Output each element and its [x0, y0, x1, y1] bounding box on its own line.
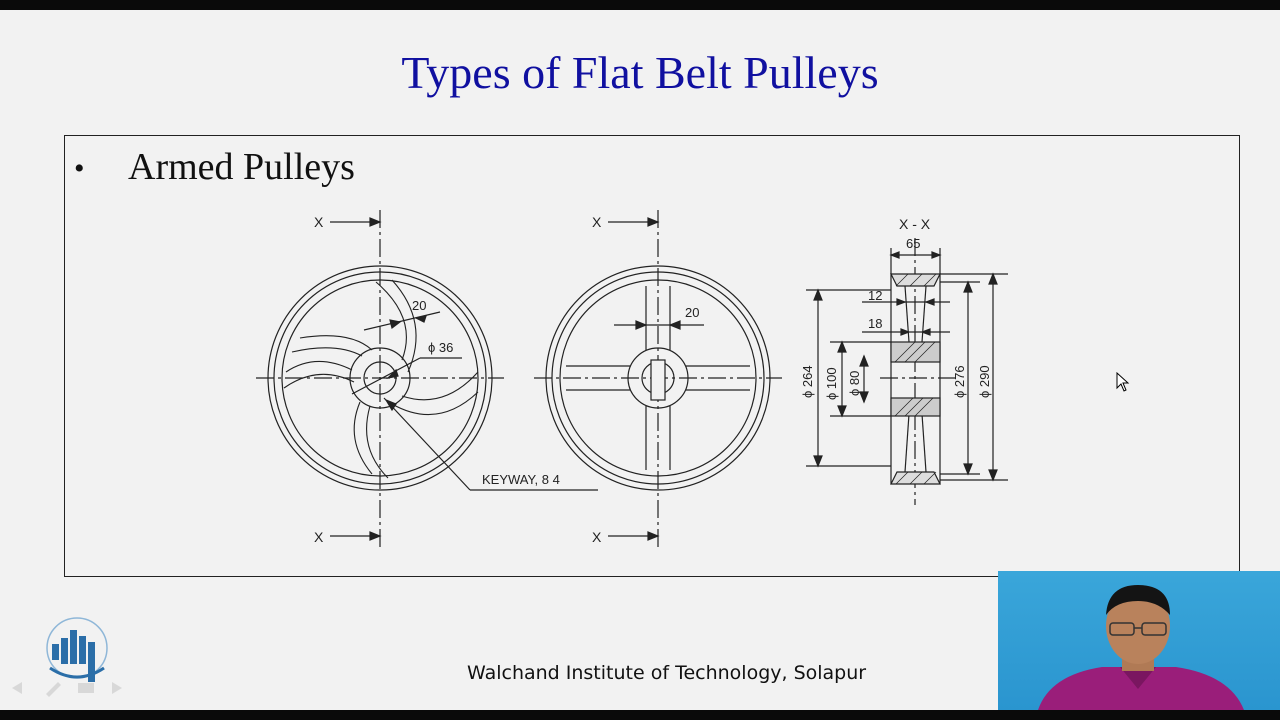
- section-view-label: X - X: [899, 216, 931, 232]
- presenter-figure: [1038, 585, 1244, 710]
- pulley-view-straight-arms: [534, 210, 782, 550]
- slide-title: Types of Flat Belt Pulleys: [401, 47, 879, 98]
- pulley-section-view: [806, 238, 1008, 505]
- presenter-webcam: [998, 571, 1280, 710]
- view1-hub-bore: ϕ 36: [428, 340, 453, 355]
- prev-icon[interactable]: [12, 682, 22, 694]
- section-dia-290: ϕ 290: [977, 365, 992, 398]
- section-label-bottom-1: X: [314, 529, 324, 545]
- bullet-dot: •: [74, 152, 85, 185]
- section-label-top-1: X: [314, 214, 324, 230]
- next-icon[interactable]: [112, 682, 122, 694]
- pulley-view-curved-arms: [256, 210, 598, 550]
- bottom-bar: [0, 710, 1280, 720]
- view1-keyway: KEYWAY, 8 4: [482, 472, 560, 487]
- section-label-top-2: X: [592, 214, 602, 230]
- logo-icon: [46, 617, 108, 682]
- view2-arm-width: 20: [685, 305, 699, 320]
- section-dia-100: ϕ 100: [824, 367, 839, 400]
- cursor-icon: [1116, 372, 1130, 392]
- section-dia-276: ϕ 276: [952, 365, 967, 398]
- section-dim-18: 18: [868, 316, 882, 331]
- menu-icon[interactable]: [78, 683, 94, 693]
- bullet-text: Armed Pulleys: [128, 146, 355, 188]
- footer-institute: Walchand Institute of Technology, Solapu…: [467, 662, 867, 684]
- section-dia-80: ϕ 80: [847, 371, 862, 396]
- section-dia-264: ϕ 264: [800, 365, 815, 398]
- pulley-drawing: X X X X X - X 20 ϕ 36 KEYWAY, 8 4 20 65 …: [256, 210, 1008, 550]
- outline-icon[interactable]: [46, 682, 61, 697]
- slide-nav[interactable]: [8, 678, 128, 698]
- section-face-width: 65: [906, 236, 920, 251]
- section-dim-12: 12: [868, 288, 882, 303]
- view1-arm-width: 20: [412, 298, 426, 313]
- top-bar: [0, 0, 1280, 10]
- section-label-bottom-2: X: [592, 529, 602, 545]
- content-box: [64, 135, 1240, 577]
